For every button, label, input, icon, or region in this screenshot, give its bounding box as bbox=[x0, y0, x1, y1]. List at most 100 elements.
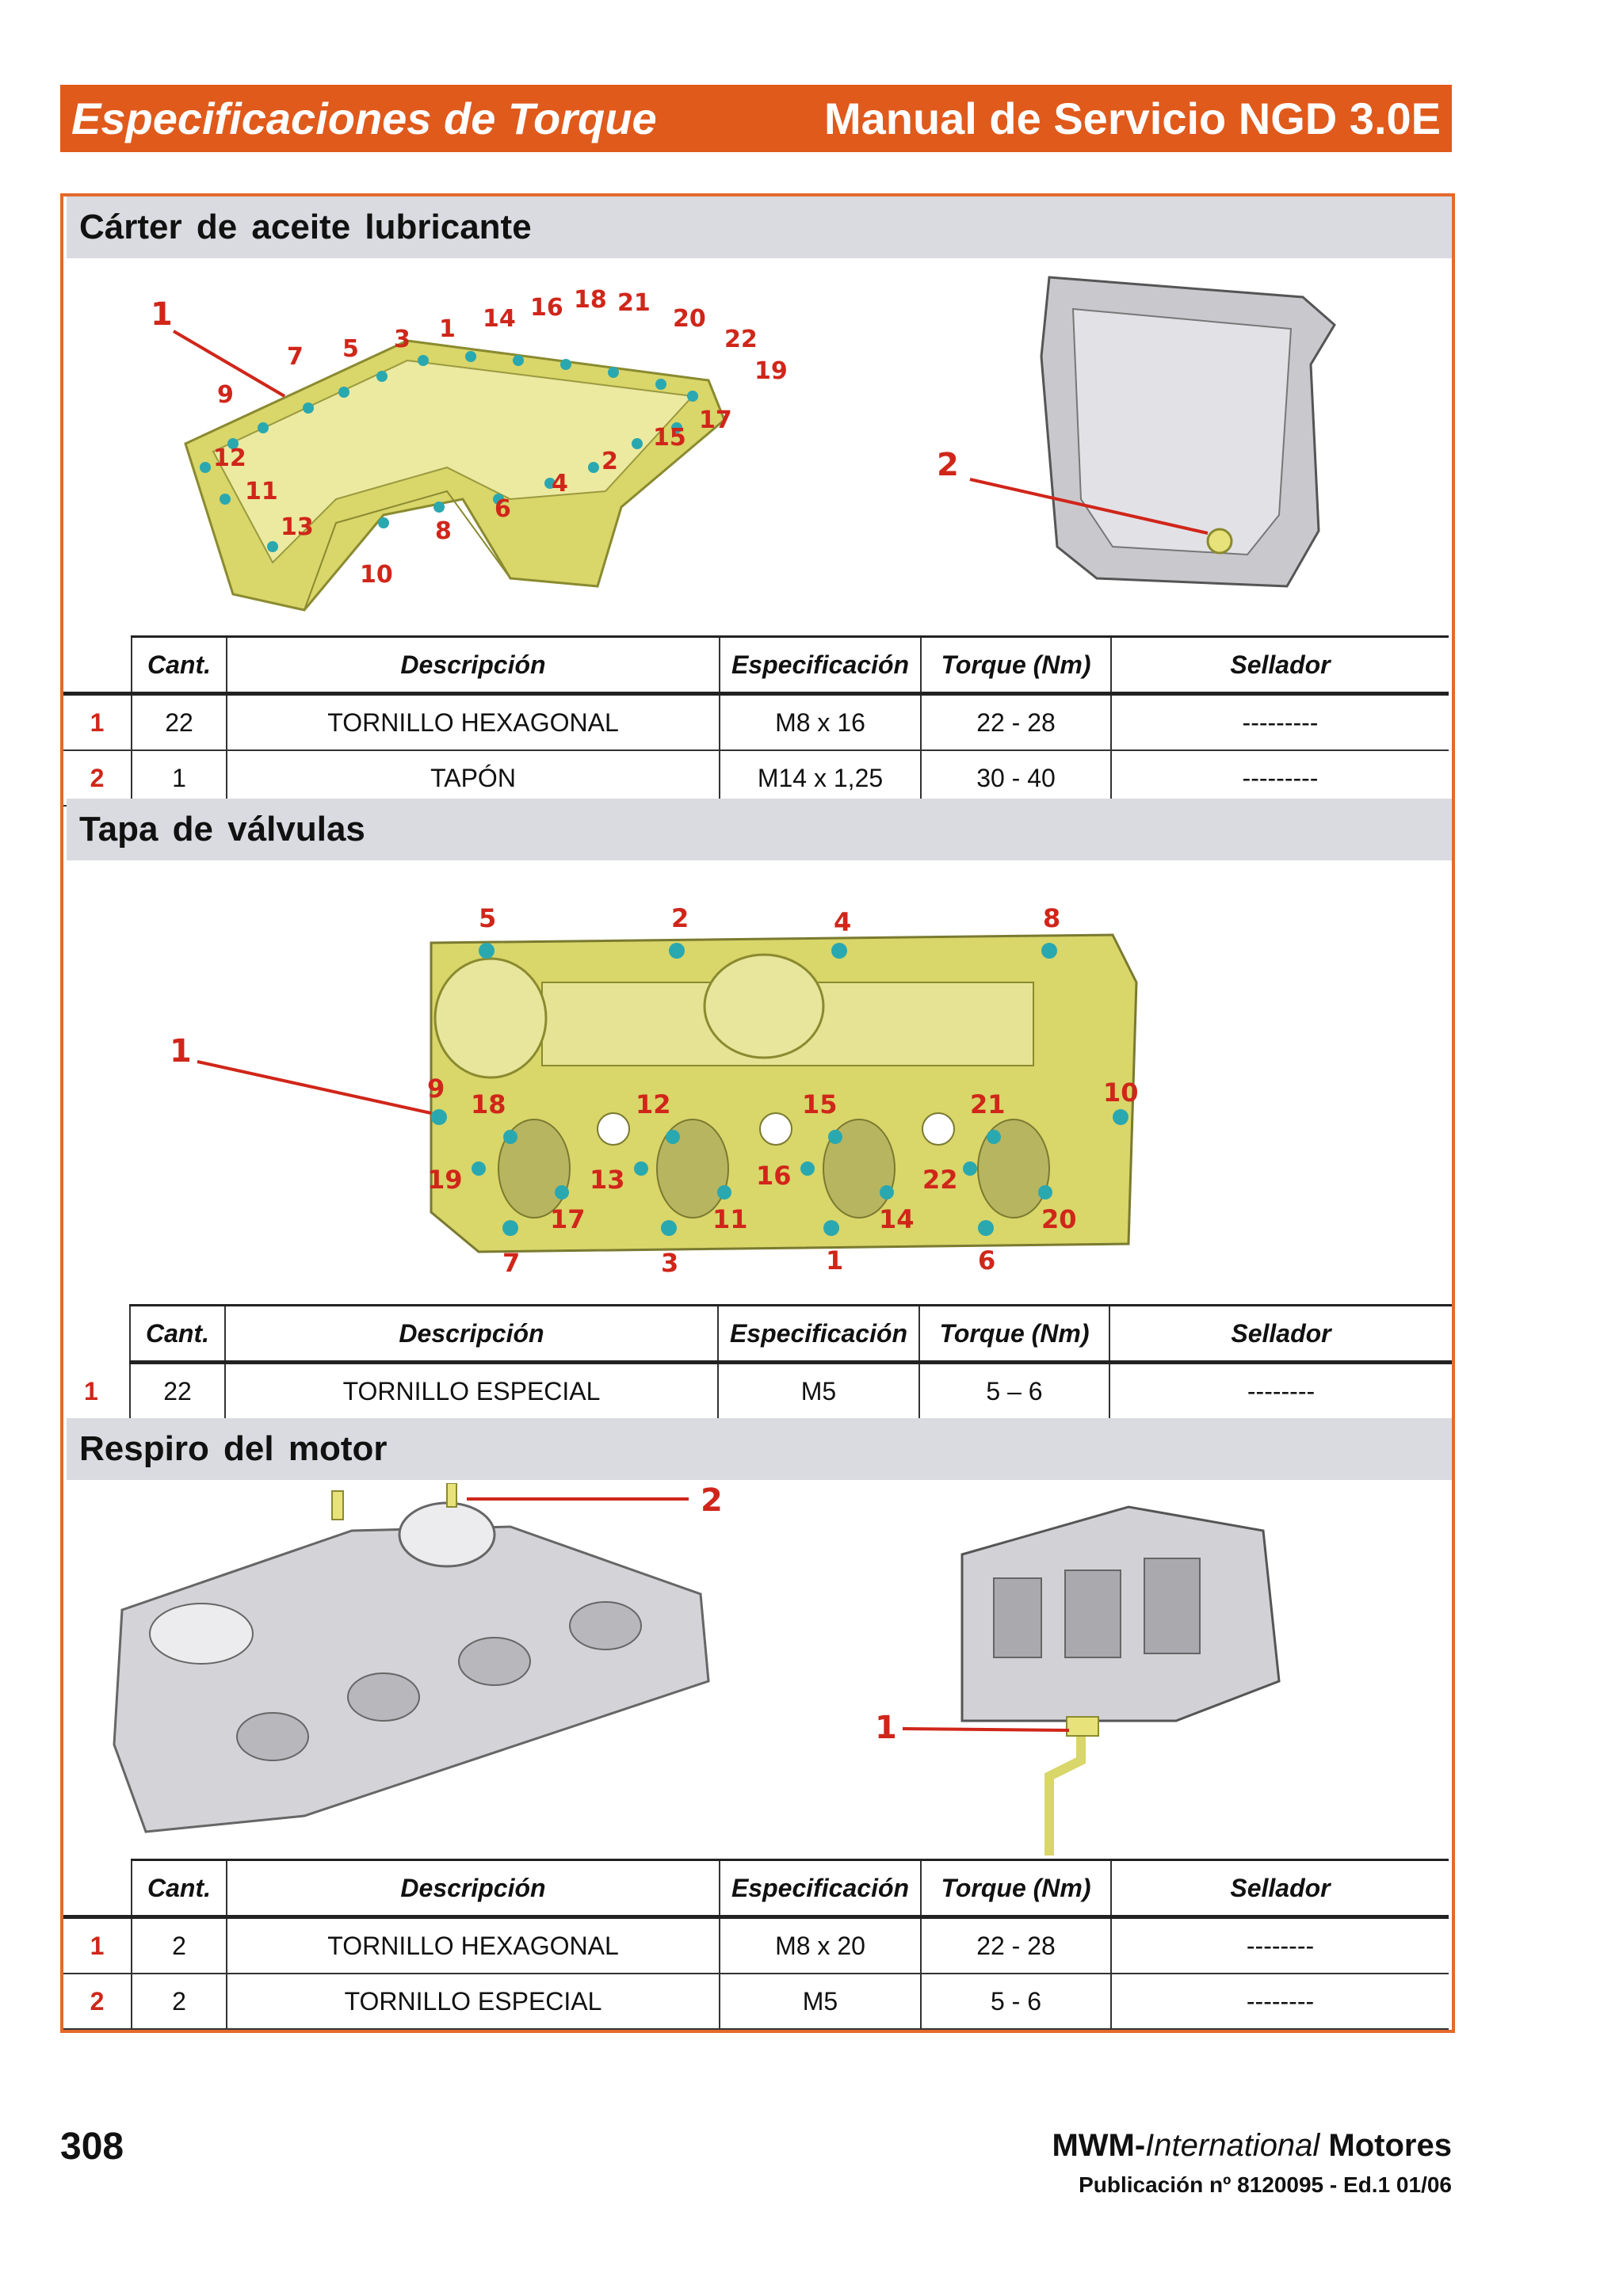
svg-text:19: 19 bbox=[754, 357, 788, 385]
description-cell: TORNILLO ESPECIAL bbox=[226, 1974, 720, 2030]
qty-cell: 22 bbox=[131, 693, 227, 751]
table-row: 1 2 TORNILLO HEXAGONAL M8 x 20 22 - 28 -… bbox=[63, 1917, 1449, 1974]
table-row: 2 1 TAPÓN M14 x 1,25 30 - 40 --------- bbox=[63, 750, 1449, 807]
col-qty-header: Cant. bbox=[129, 1304, 225, 1364]
svg-text:19: 19 bbox=[427, 1165, 463, 1195]
callout-1-leader bbox=[197, 1060, 432, 1115]
svg-text:7: 7 bbox=[502, 1248, 520, 1278]
torque-cell: 22 - 28 bbox=[920, 693, 1111, 751]
svg-text:9: 9 bbox=[427, 1074, 445, 1104]
col-spec-header: Especificación bbox=[719, 1859, 921, 1919]
content-frame: Cárter de aceite lubricante 7 5 3 1 14 1… bbox=[60, 193, 1455, 2033]
engine-breather-figure: 2 1 bbox=[113, 1483, 1281, 1855]
sealant-cell: -------- bbox=[1110, 1974, 1449, 2030]
spec-cell: M8 x 20 bbox=[719, 1917, 921, 1974]
sealant-cell: -------- bbox=[1109, 1362, 1452, 1420]
description-cell: TAPÓN bbox=[226, 750, 720, 807]
svg-text:5: 5 bbox=[479, 903, 496, 933]
svg-text:1: 1 bbox=[826, 1245, 843, 1276]
brand-name: MWM-International Motores bbox=[1052, 2128, 1452, 2163]
sealant-cell: --------- bbox=[1110, 750, 1449, 807]
col-description-header: Descripción bbox=[226, 1859, 720, 1919]
svg-text:11: 11 bbox=[712, 1204, 748, 1234]
valve-cover-figure: 5 2 4 8 9 10 18 12 15 21 19 13 16 22 17 … bbox=[170, 903, 1139, 1278]
description-cell: TORNILLO HEXAGONAL bbox=[226, 1917, 720, 1974]
svg-text:2: 2 bbox=[601, 448, 618, 475]
spec-cell: M14 x 1,25 bbox=[719, 750, 921, 807]
svg-text:6: 6 bbox=[495, 495, 511, 523]
svg-text:16: 16 bbox=[530, 294, 563, 322]
table-row: 1 22 TORNILLO ESPECIAL M5 5 – 6 -------- bbox=[84, 1362, 1452, 1420]
table-row: 1 22 TORNILLO HEXAGONAL M8 x 16 22 - 28 … bbox=[63, 693, 1449, 751]
header-title-left: Especificaciones de Torque bbox=[71, 93, 657, 143]
breather-cover-body bbox=[113, 1525, 710, 1833]
item-number: 2 bbox=[63, 1974, 132, 2030]
col-torque-header: Torque (Nm) bbox=[918, 1304, 1109, 1364]
svg-text:6: 6 bbox=[978, 1245, 995, 1276]
page-number: 308 bbox=[60, 2126, 124, 2168]
callout-2-label: 2 bbox=[937, 447, 959, 483]
callout-1-leader bbox=[172, 330, 286, 398]
svg-text:12: 12 bbox=[213, 444, 246, 472]
svg-text:20: 20 bbox=[673, 305, 706, 333]
oil-filler-cap bbox=[433, 957, 548, 1079]
svg-text:9: 9 bbox=[217, 381, 234, 409]
svg-text:12: 12 bbox=[636, 1089, 671, 1119]
col-torque-header: Torque (Nm) bbox=[920, 635, 1111, 696]
svg-text:10: 10 bbox=[360, 561, 393, 589]
oil-pan-bolt-numbers: 7 5 3 1 14 16 18 21 20 22 19 17 15 2 4 6… bbox=[213, 286, 788, 589]
valve-cover-spec-table: Cant. Descripción Especificación Torque … bbox=[84, 1304, 1452, 1420]
svg-text:14: 14 bbox=[483, 305, 516, 333]
col-torque-header: Torque (Nm) bbox=[920, 1859, 1111, 1919]
item-number: 1 bbox=[63, 693, 132, 751]
page-header-bar: Especificaciones de Torque Manual de Ser… bbox=[60, 85, 1452, 152]
svg-text:13: 13 bbox=[281, 513, 314, 541]
publication-info: Publicación nº 8120095 - Ed.1 01/06 bbox=[1079, 2172, 1452, 2197]
svg-text:11: 11 bbox=[245, 478, 278, 505]
torque-cell: 5 – 6 bbox=[918, 1362, 1109, 1420]
torque-cell: 30 - 40 bbox=[920, 750, 1111, 807]
torque-cell: 22 - 28 bbox=[920, 1917, 1111, 1974]
oil-drain-plug bbox=[1206, 528, 1233, 555]
svg-text:8: 8 bbox=[1043, 903, 1060, 933]
svg-text:16: 16 bbox=[756, 1161, 792, 1191]
table-row: 2 2 TORNILLO ESPECIAL M5 5 - 6 -------- bbox=[63, 1974, 1449, 2030]
section-title-oil-pan: Cárter de aceite lubricante bbox=[67, 196, 1452, 258]
callout-1-label: 1 bbox=[875, 1710, 897, 1746]
valve-cover-bolt-numbers: 5 2 4 8 9 10 18 12 15 21 19 13 16 22 17 … bbox=[427, 903, 1139, 1278]
qty-cell: 2 bbox=[131, 1917, 227, 1974]
svg-text:22: 22 bbox=[922, 1165, 958, 1195]
valve-cover-bolts bbox=[431, 943, 1128, 1236]
svg-text:2: 2 bbox=[671, 903, 689, 933]
svg-text:21: 21 bbox=[970, 1089, 1006, 1119]
oil-pan-spec-table: Cant. Descripción Especificación Torque … bbox=[63, 635, 1449, 807]
svg-text:18: 18 bbox=[574, 286, 607, 314]
spec-cell: M5 bbox=[717, 1362, 919, 1420]
description-cell: TORNILLO ESPECIAL bbox=[224, 1362, 718, 1420]
sealant-cell: --------- bbox=[1110, 693, 1449, 751]
callout-1-label: 1 bbox=[170, 1033, 192, 1070]
qty-cell: 22 bbox=[129, 1362, 225, 1420]
breather-bolts bbox=[331, 1483, 457, 1520]
table-header-row: Cant. Descripción Especificación Torque … bbox=[63, 635, 1449, 696]
svg-text:1: 1 bbox=[439, 315, 456, 343]
svg-text:8: 8 bbox=[435, 517, 452, 545]
spec-cell: M8 x 16 bbox=[719, 693, 921, 751]
callout-1-label: 1 bbox=[151, 296, 173, 333]
col-description-header: Descripción bbox=[224, 1304, 718, 1364]
svg-text:22: 22 bbox=[724, 326, 758, 353]
callout-2-label: 2 bbox=[701, 1483, 723, 1519]
svg-text:21: 21 bbox=[617, 289, 651, 317]
svg-text:4: 4 bbox=[834, 907, 851, 937]
svg-text:17: 17 bbox=[550, 1204, 586, 1234]
svg-text:18: 18 bbox=[471, 1089, 506, 1119]
col-sealant-header: Sellador bbox=[1110, 635, 1449, 696]
qty-cell: 1 bbox=[131, 750, 227, 807]
oil-pan-bolts bbox=[200, 351, 698, 552]
svg-text:4: 4 bbox=[552, 470, 568, 498]
svg-text:3: 3 bbox=[394, 326, 411, 353]
col-sealant-header: Sellador bbox=[1110, 1859, 1449, 1919]
svg-text:13: 13 bbox=[590, 1165, 625, 1195]
col-spec-header: Especificación bbox=[717, 1304, 919, 1364]
spec-cell: M5 bbox=[719, 1974, 921, 2030]
